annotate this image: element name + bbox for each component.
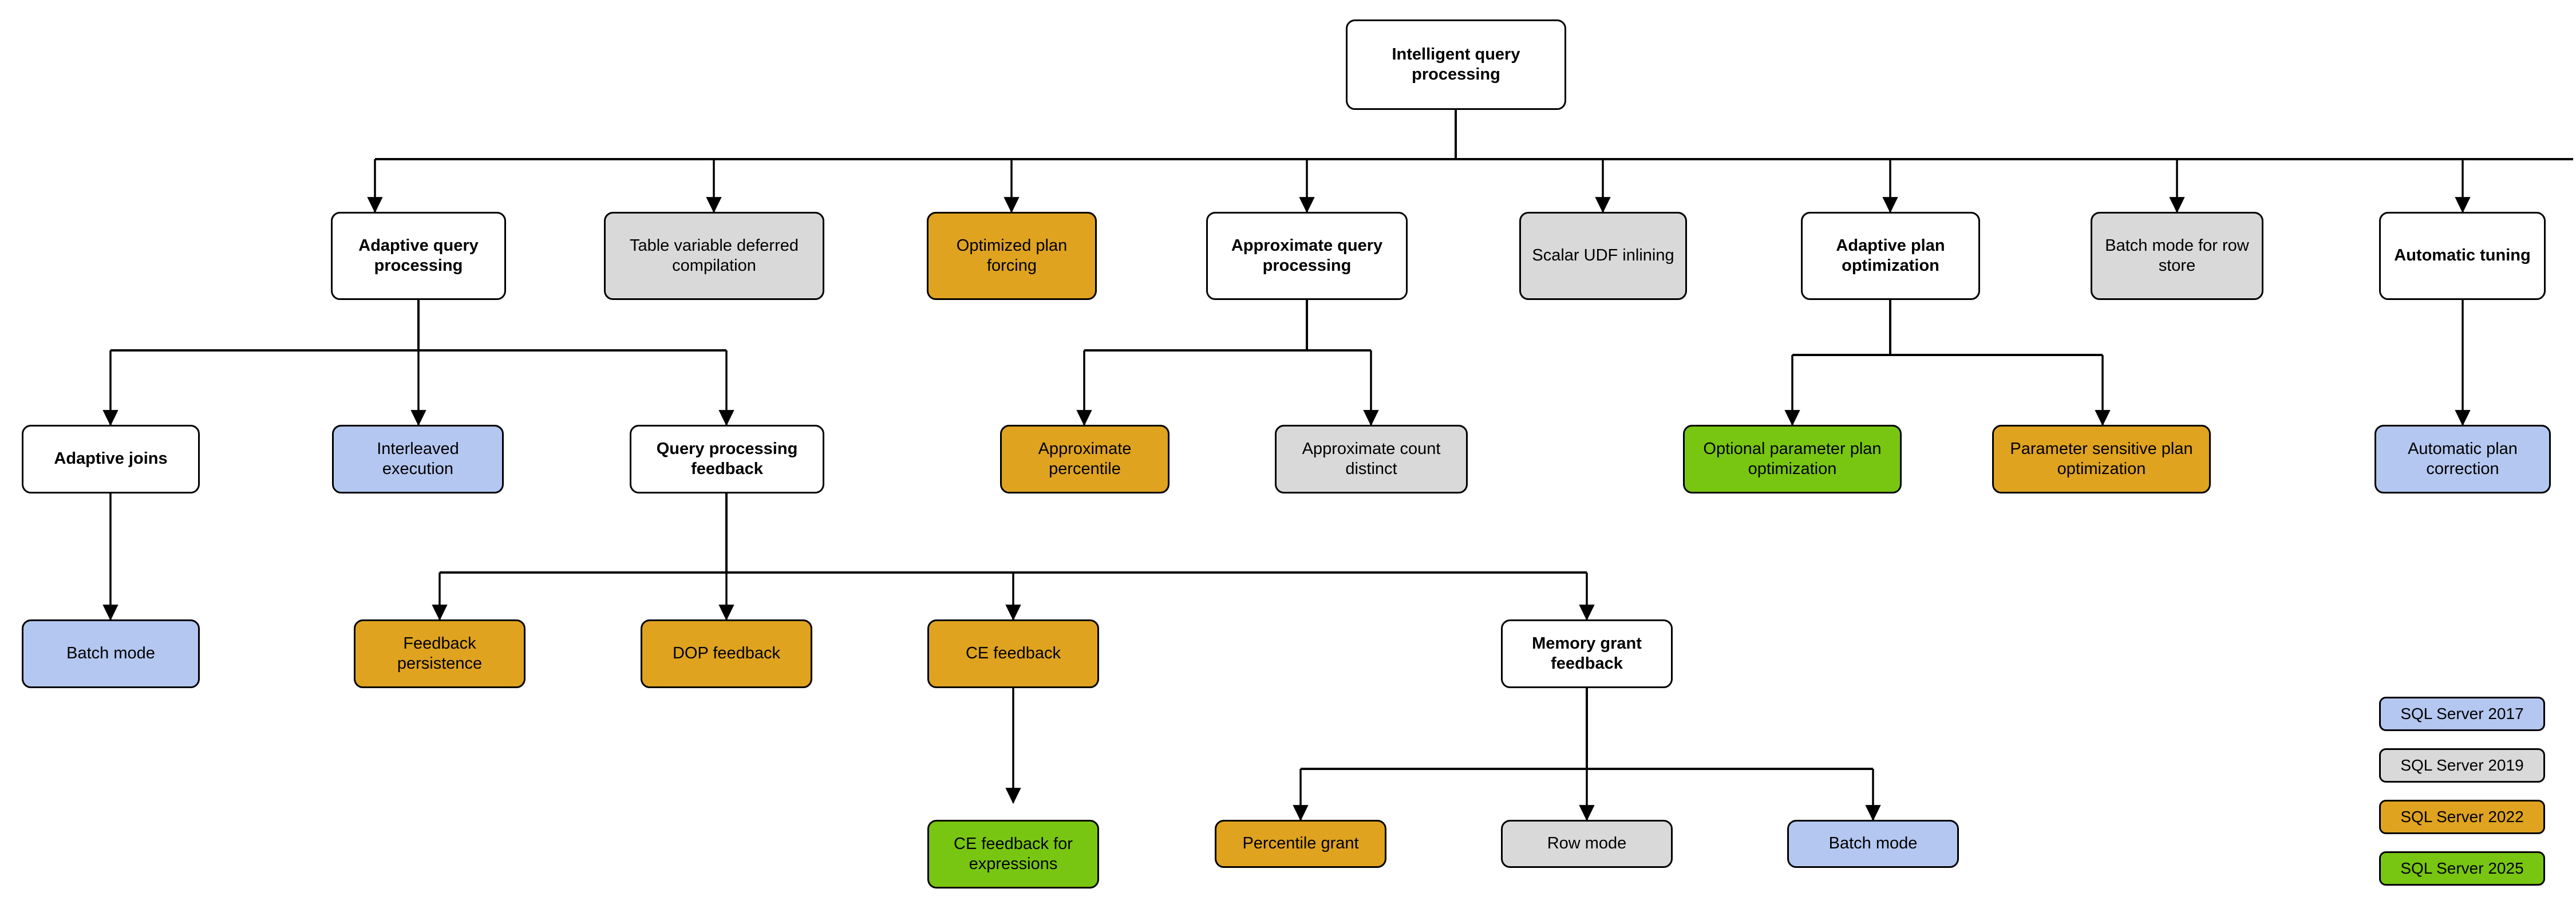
node-label: Batch mode — [66, 644, 155, 663]
legend-label: SQL Server 2022 — [2400, 808, 2524, 826]
node-table-variable-deferred-compilation[interactable]: Table variable deferred compilation — [604, 212, 824, 300]
node-label: Adaptive joins — [54, 449, 168, 468]
legend-item-sql-server-2022[interactable]: SQL Server 2022 — [2379, 800, 2545, 834]
node-label: DOP feedback — [672, 644, 781, 663]
node-optimized-plan-forcing[interactable]: Optimized plan forcing — [927, 212, 1097, 300]
node-label: Feedback persistence — [397, 634, 483, 673]
node-label: Optimized plan forcing — [956, 236, 1068, 275]
node-parameter-sensitive-plan-optimization[interactable]: Parameter sensitive plan optimization — [1992, 425, 2211, 493]
legend-item-sql-server-2019[interactable]: SQL Server 2019 — [2379, 748, 2545, 783]
node-adaptive-query-processing[interactable]: Adaptive query processing — [331, 212, 506, 300]
node-label: CE feedback — [965, 644, 1061, 663]
node-approximate-query-processing[interactable]: Approximate query processing — [1206, 212, 1408, 300]
node-label: Automatic plan correction — [2408, 439, 2518, 478]
node-query-processing-feedback[interactable]: Query processing feedback — [630, 425, 824, 493]
node-label: Memory grant feedback — [1532, 634, 1642, 673]
node-label: Approximate count distinct — [1302, 439, 1441, 478]
node-feedback-persistence[interactable]: Feedback persistence — [354, 619, 526, 688]
node-approximate-count-distinct[interactable]: Approximate count distinct — [1275, 425, 1468, 493]
node-label: Interleaved execution — [377, 439, 459, 478]
node-interleaved-execution[interactable]: Interleaved execution — [332, 425, 504, 493]
legend-item-sql-server-2025[interactable]: SQL Server 2025 — [2379, 851, 2545, 886]
node-ce-feedback[interactable]: CE feedback — [927, 619, 1099, 688]
node-label: Approximate query processing — [1231, 236, 1383, 275]
node-automatic-plan-correction[interactable]: Automatic plan correction — [2374, 425, 2551, 493]
node-percentile-grant[interactable]: Percentile grant — [1215, 820, 1386, 868]
node-label: Parameter sensitive plan optimization — [2010, 439, 2193, 478]
legend-label: SQL Server 2017 — [2400, 705, 2524, 722]
node-batch-mode-grant[interactable]: Batch mode — [1787, 820, 1959, 868]
node-label: Query processing feedback — [656, 439, 798, 478]
node-label: Batch mode for row store — [2105, 236, 2249, 275]
legend-item-sql-server-2017[interactable]: SQL Server 2017 — [2379, 697, 2545, 731]
node-label: Automatic tuning — [2394, 246, 2531, 265]
node-label: Table variable deferred compilation — [629, 236, 799, 275]
node-label: Adaptive plan optimization — [1836, 236, 1945, 275]
legend-label: SQL Server 2025 — [2400, 859, 2524, 877]
node-intelligent-query-processing[interactable]: Intelligent query processing — [1346, 19, 1566, 110]
node-label: Adaptive query processing — [358, 236, 479, 275]
node-automatic-tuning[interactable]: Automatic tuning — [2379, 212, 2546, 300]
node-adaptive-plan-optimization[interactable]: Adaptive plan optimization — [1801, 212, 1980, 300]
node-label: Scalar UDF inlining — [1532, 246, 1674, 265]
node-optional-parameter-plan-optimization[interactable]: Optional parameter plan optimization — [1683, 425, 1902, 493]
node-batch-mode-for-row-store[interactable]: Batch mode for row store — [2091, 212, 2263, 300]
node-adaptive-joins[interactable]: Adaptive joins — [22, 425, 200, 493]
node-ce-feedback-for-expressions[interactable]: CE feedback for expressions — [927, 820, 1099, 889]
node-label: Intelligent query processing — [1392, 45, 1520, 84]
legend-label: SQL Server 2019 — [2400, 756, 2524, 774]
node-label: Batch mode — [1828, 834, 1918, 853]
node-batch-mode[interactable]: Batch mode — [22, 619, 200, 688]
node-row-mode[interactable]: Row mode — [1501, 820, 1673, 868]
node-memory-grant-feedback[interactable]: Memory grant feedback — [1501, 619, 1673, 688]
node-dop-feedback[interactable]: DOP feedback — [641, 619, 812, 688]
node-label: Approximate percentile — [1038, 439, 1132, 478]
node-scalar-udf-inlining[interactable]: Scalar UDF inlining — [1519, 212, 1687, 300]
node-label: CE feedback for expressions — [954, 834, 1073, 873]
node-label: Optional parameter plan optimization — [1703, 439, 1882, 478]
node-label: Percentile grant — [1242, 834, 1359, 853]
node-label: Row mode — [1547, 834, 1627, 853]
node-approximate-percentile[interactable]: Approximate percentile — [1000, 425, 1170, 493]
